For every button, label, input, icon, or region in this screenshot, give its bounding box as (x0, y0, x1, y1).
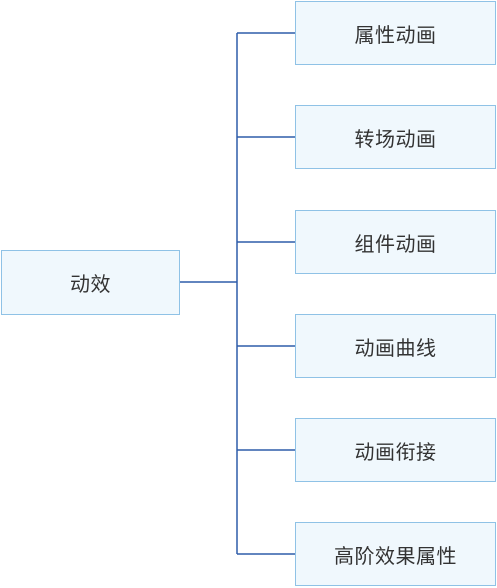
child-node-property-animation: 属性动画 (295, 1, 496, 65)
child-node-advanced-effect-properties: 高阶效果属性 (295, 522, 496, 586)
child-node-label: 高阶效果属性 (334, 543, 457, 568)
root-node-label: 动效 (70, 272, 111, 296)
root-node: 动效 (1, 250, 180, 315)
child-node-animation-connection: 动画衔接 (295, 418, 496, 482)
child-node-label: 属性动画 (354, 22, 437, 47)
child-node-transition-animation: 转场动画 (295, 105, 496, 169)
child-node-label: 动画衔接 (354, 439, 437, 464)
child-node-label: 转场动画 (354, 126, 437, 151)
child-node-animation-curve: 动画曲线 (295, 314, 496, 378)
child-node-label: 组件动画 (354, 231, 437, 256)
child-node-component-animation: 组件动画 (295, 210, 496, 274)
child-node-label: 动画曲线 (354, 335, 437, 360)
